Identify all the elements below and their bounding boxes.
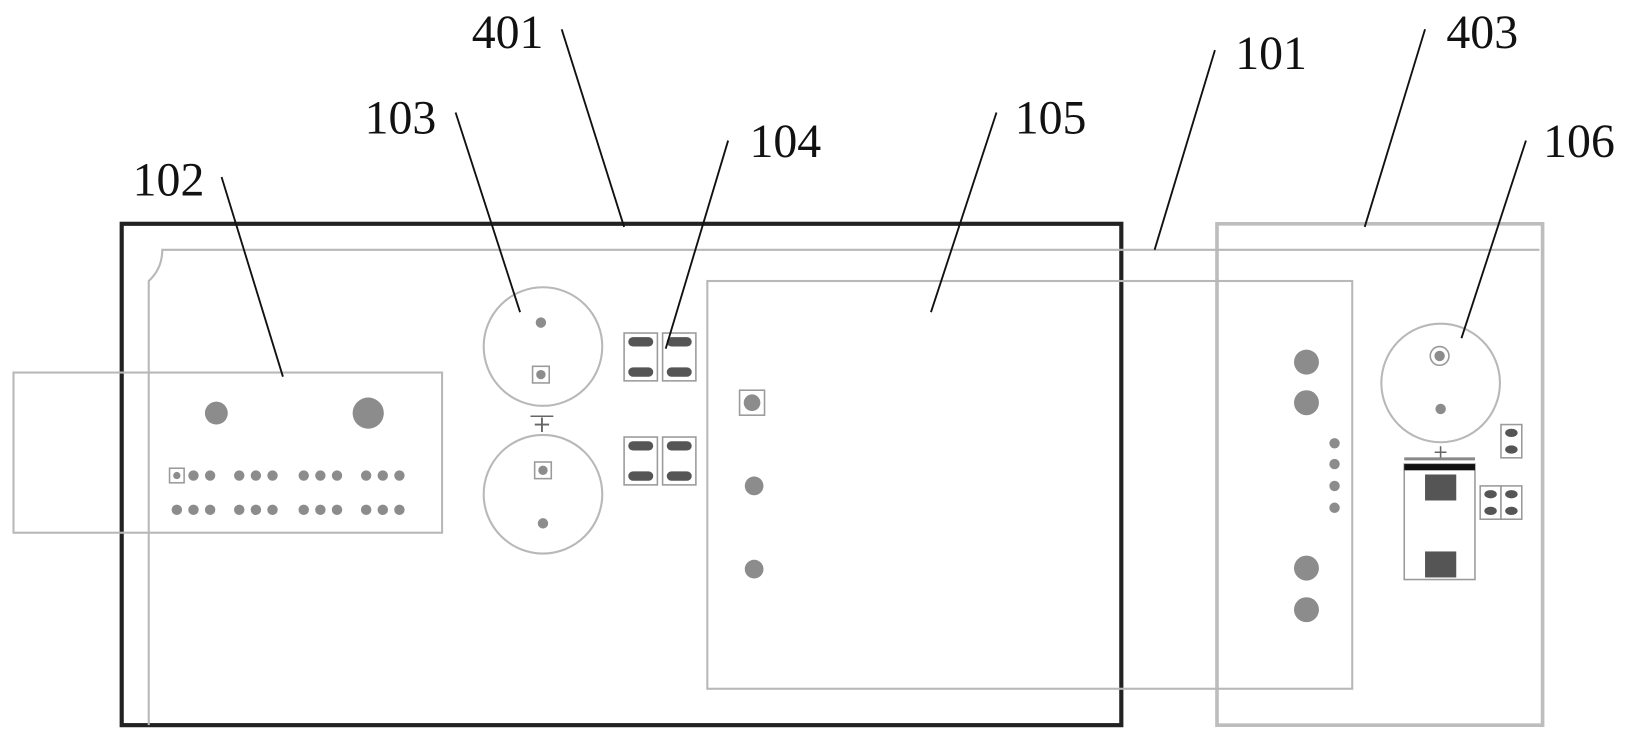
module-105-pad-right-2	[1293, 390, 1319, 416]
connector-pin	[267, 504, 278, 516]
smd-104-pad	[666, 337, 692, 347]
connector-pin	[298, 470, 309, 481]
connector-pin	[188, 470, 199, 481]
capacitor-103-bottom-outline	[482, 433, 604, 555]
capacitor-103-top-pad-square-dot	[536, 369, 546, 380]
leader-line-103	[454, 112, 521, 313]
connector-pin	[173, 471, 181, 480]
capacitor-106-outline	[1380, 322, 1501, 444]
connector-pin	[250, 504, 262, 516]
smd-104-pad	[628, 367, 654, 377]
smd-components-104	[623, 332, 697, 486]
smd-104-pad	[628, 471, 654, 481]
connector-pin	[377, 504, 388, 516]
smd-104-pad	[666, 471, 692, 481]
capacitor-103-bottom-pad-round	[537, 518, 549, 529]
connector-pin	[204, 504, 216, 516]
connector-pin	[234, 504, 245, 516]
leader-line-102	[220, 176, 284, 377]
connector-mount-hole-right	[352, 397, 384, 429]
smd-right-pad	[1484, 506, 1497, 516]
module-105-pin-small-3	[1329, 480, 1340, 492]
module-105-pad-right-3	[1293, 555, 1319, 581]
label-101: 101	[1235, 27, 1307, 80]
connector-pin	[315, 470, 326, 481]
connector-pin	[377, 470, 388, 481]
connector-mount-hole-left	[204, 401, 228, 425]
capacitor-106-pad-ring-dot	[1434, 350, 1445, 362]
diode-component-pad-top	[1425, 474, 1457, 501]
leader-line-401	[560, 28, 625, 228]
leader-line-104	[664, 140, 730, 349]
connector-pin	[188, 504, 199, 516]
connector-pin	[394, 504, 405, 516]
label-105: 105	[1015, 91, 1087, 144]
capacitor-103-bottom-pad-square-dot	[538, 465, 548, 475]
connector-pin	[331, 504, 343, 516]
capacitor-103-top-outline	[482, 286, 604, 407]
connector-pin	[204, 470, 216, 481]
label-104: 104	[749, 115, 821, 168]
connector-pin	[331, 470, 343, 481]
label-103: 103	[365, 91, 437, 144]
label-403: 403	[1446, 6, 1518, 59]
module-105-pin-small-4	[1329, 502, 1340, 513]
region-401-frame	[119, 221, 1124, 728]
smd-104-pad	[666, 441, 692, 451]
capacitor-103-top-pad-round	[535, 317, 547, 328]
connector-pin	[250, 470, 262, 481]
connector-pin	[267, 470, 278, 481]
module-105-pin-small-2	[1329, 458, 1340, 470]
module-105-pin-small-1	[1329, 438, 1340, 449]
region-403-frame	[1215, 221, 1545, 727]
connector-pin	[234, 470, 245, 481]
module-105-outline	[706, 279, 1354, 690]
smd-right-pad	[1505, 428, 1518, 438]
polarity-mark-left: +	[532, 412, 551, 438]
smd-104-pad	[628, 337, 654, 347]
module-105-pad-square-dot	[743, 394, 761, 412]
connector-102-body	[12, 371, 444, 534]
connector-pin	[171, 504, 183, 516]
connector-pins	[171, 470, 405, 516]
connector-pin	[298, 504, 309, 516]
module-105-pad-right-4	[1293, 597, 1319, 623]
smd-right-pad	[1505, 506, 1518, 516]
diode-component-pad-bottom	[1425, 551, 1457, 578]
board-outline-101	[147, 248, 1540, 726]
leader-line-105	[930, 112, 998, 313]
label-106: 106	[1543, 115, 1615, 168]
label-401: 401	[472, 6, 544, 59]
diode-component-band	[1404, 464, 1475, 471]
leader-line-101	[1153, 49, 1216, 251]
module-105-pad-2	[744, 476, 764, 496]
label-102: 102	[133, 154, 205, 207]
smd-right-pad	[1505, 445, 1518, 454]
smd-right-pad	[1484, 490, 1497, 499]
leader-line-403	[1363, 29, 1426, 228]
connector-pin	[394, 470, 405, 481]
connector-pin	[315, 504, 326, 516]
smd-components-right	[1479, 423, 1523, 520]
connector-pin	[360, 470, 372, 481]
leader-line-106	[1460, 140, 1527, 339]
connector-pin	[360, 504, 372, 516]
module-105-pad-3	[744, 559, 764, 579]
smd-right-pad	[1505, 490, 1518, 499]
capacitor-106-pad-round	[1435, 403, 1446, 415]
smd-104-pad	[666, 367, 692, 377]
module-105-pad-right-1	[1293, 349, 1319, 375]
smd-104-pad	[628, 441, 654, 451]
